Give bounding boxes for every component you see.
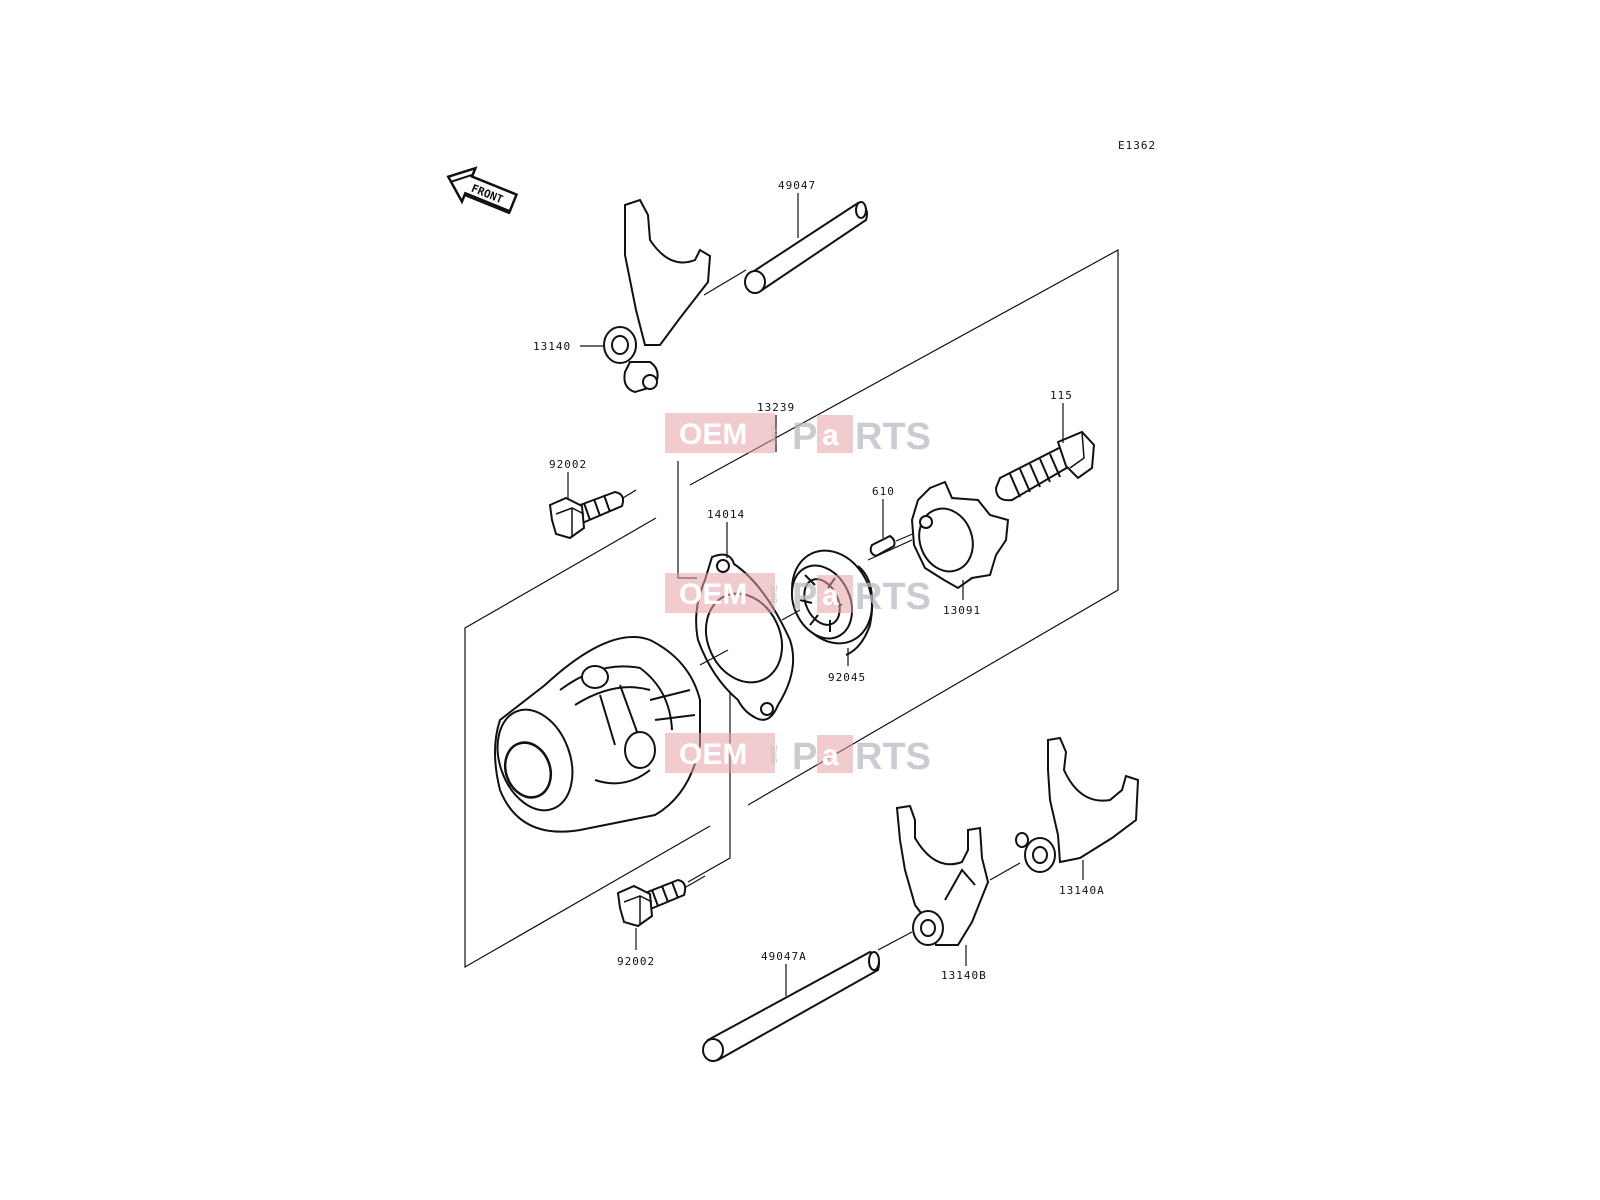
svg-text:a: a: [822, 739, 839, 772]
svg-text:RTS: RTS: [855, 416, 931, 458]
shift-fork-13140A: [1015, 736, 1140, 873]
svg-text:a: a: [822, 419, 839, 452]
svg-text:P: P: [792, 736, 817, 778]
label-115: 115: [1050, 389, 1073, 402]
diagram-code: E1362: [1118, 139, 1156, 152]
svg-text:OEM: OEM: [679, 418, 747, 451]
pin-610: [869, 534, 896, 558]
svg-text:a: a: [822, 579, 839, 612]
label-92045: 92045: [828, 671, 866, 684]
assembly-bracket: [689, 248, 1119, 806]
watermark-top: OEM BIKE P a RTS: [665, 413, 931, 458]
shift-fork-13140B: [895, 804, 990, 946]
shift-fork-13140: [603, 198, 712, 394]
shaft-49047A: [702, 950, 880, 1062]
shift-drum: [494, 636, 701, 833]
shift-drum-cam-13091: [910, 480, 1010, 590]
label-49047A: 49047A: [761, 950, 807, 963]
bolt-115: [994, 430, 1096, 502]
bolt-92002-top: [548, 490, 625, 540]
assembly-bracket-left: [464, 517, 711, 969]
label-14014: 14014: [707, 508, 745, 521]
front-arrow-icon: FRONT: [446, 166, 519, 215]
label-13140A: 13140A: [1059, 884, 1105, 897]
watermark-bottom: OEM BIKE P a RTS: [665, 733, 931, 778]
svg-text:RTS: RTS: [855, 736, 931, 778]
svg-text:P: P: [792, 416, 817, 458]
bolt-92002-bottom: [616, 878, 687, 928]
svg-text:BIKE: BIKE: [770, 745, 779, 763]
label-92002-top: 92002: [549, 458, 587, 471]
svg-text:P: P: [792, 576, 817, 618]
watermark-middle: OEM BIKE P a RTS: [665, 573, 931, 618]
svg-text:BIKE: BIKE: [770, 585, 779, 603]
label-13091: 13091: [943, 604, 981, 617]
svg-text:OEM: OEM: [679, 578, 747, 611]
svg-text:RTS: RTS: [855, 576, 931, 618]
label-92002-bottom: 92002: [617, 955, 655, 968]
label-13140B: 13140B: [941, 969, 987, 982]
label-49047: 49047: [778, 179, 816, 192]
label-13239: 13239: [757, 401, 795, 414]
svg-text:OEM: OEM: [679, 738, 747, 771]
label-13140: 13140: [533, 340, 571, 353]
label-610: 610: [872, 485, 895, 498]
shaft-49047: [744, 201, 868, 294]
svg-text:BIKE: BIKE: [770, 425, 779, 443]
